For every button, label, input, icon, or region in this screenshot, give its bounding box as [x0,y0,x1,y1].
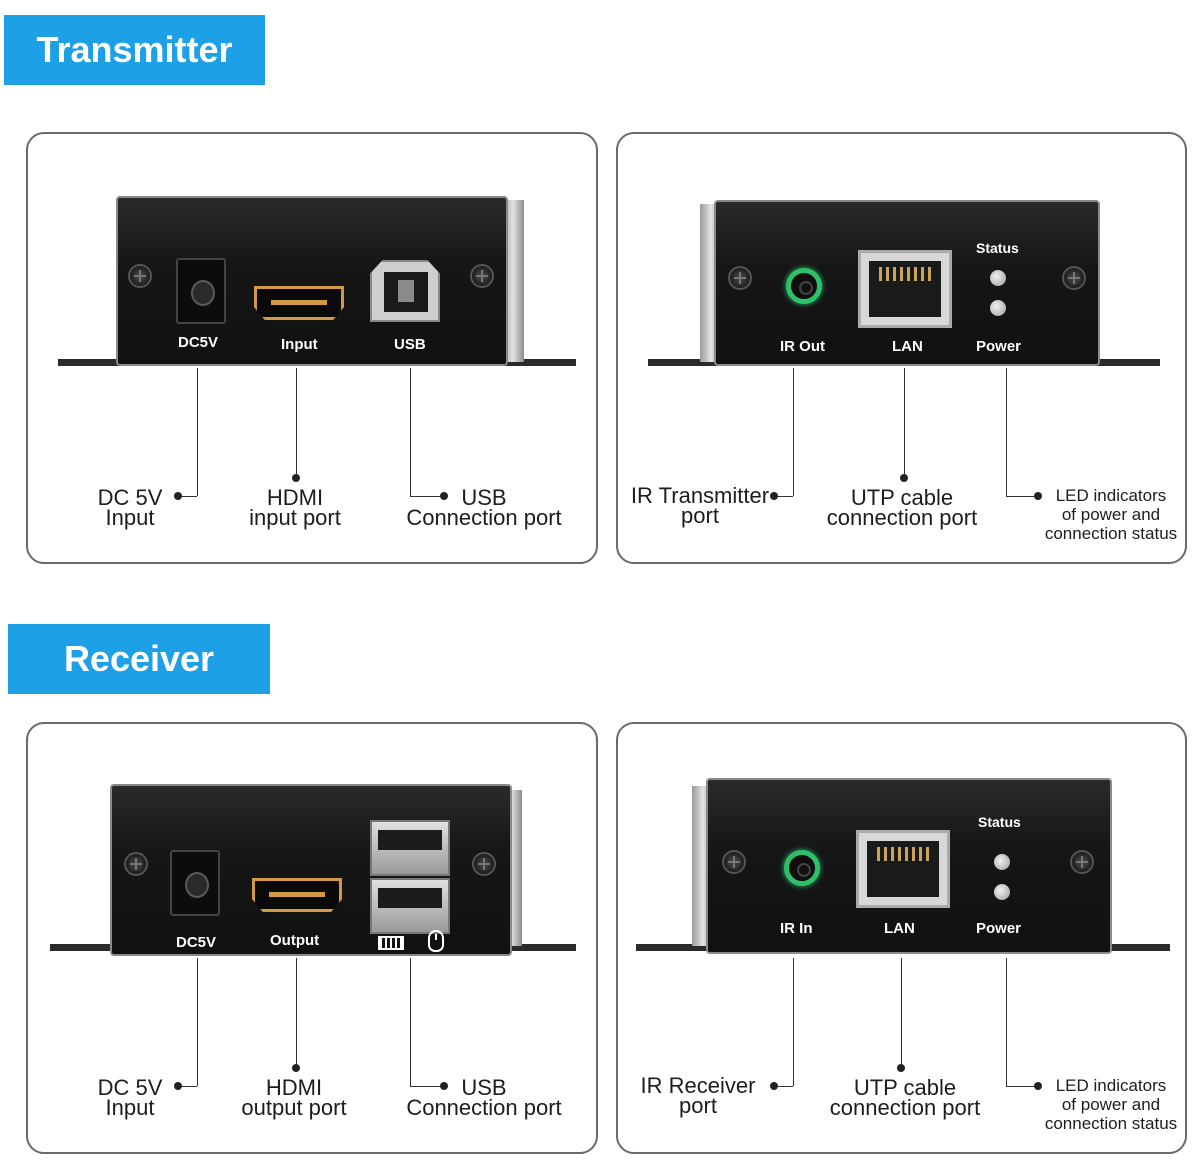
ir-port-label: IR Out [780,338,825,355]
mouse-icon [428,930,444,952]
screw-icon [1070,850,1094,874]
lan-port [858,250,952,328]
leader-line [1006,1086,1036,1087]
leader-line [793,958,794,1086]
status-label: Status [976,240,1019,256]
status-label: Status [978,814,1021,830]
dc-port-label: DC5V [176,934,217,951]
power-label: Power [976,338,1022,355]
leader-dot [292,1064,300,1072]
leader-line [776,1086,793,1087]
power-led-icon [990,300,1006,316]
ir-in-port [784,850,820,886]
leader-dot [174,1082,182,1090]
leader-line [410,496,444,497]
receiver-front-device: DC5V Output [110,784,512,956]
screw-icon [472,852,496,876]
dc-port-label: DC5V [178,334,219,351]
hdmi-input-port [254,286,344,320]
leader-dot [770,1082,778,1090]
leader-dot [174,492,182,500]
leader-dot [1034,1082,1042,1090]
leader-dot [770,492,778,500]
keyboard-icon [378,936,404,950]
leader-line [904,368,905,478]
leader-line [776,496,793,497]
lan-port-label: LAN [884,920,915,937]
hdmi-port-label: Input [281,336,318,353]
screw-icon [722,850,746,874]
screw-icon [728,266,752,290]
leader-line [410,1086,444,1087]
leader-dot [1034,492,1042,500]
screw-icon [124,852,148,876]
leader-line [901,958,902,1068]
transmitter-banner: Transmitter [4,15,265,85]
hdmi-output-port [252,878,342,912]
leader-dot [900,474,908,482]
usb-a-port-lower [370,878,450,934]
leader-line [793,368,794,496]
leader-line [1006,496,1036,497]
leader-line [197,958,198,1086]
dc-power-jack [176,258,226,324]
receiver-banner: Receiver [8,624,270,694]
screw-icon [470,264,494,288]
leader-dot [440,1082,448,1090]
leader-dot [292,474,300,482]
usb-b-port [370,260,440,322]
status-led-icon [990,270,1006,286]
leader-line [197,368,198,496]
receiver-title: Receiver [63,638,215,679]
lan-port [856,830,950,908]
leader-line [180,1086,197,1087]
transmitter-rear-device: Status IR Out LAN Power [714,200,1100,366]
screw-icon [1062,266,1086,290]
lan-port-label: LAN [892,338,923,355]
leader-line [180,496,197,497]
receiver-rear-device: Status IR In LAN Power [706,778,1112,954]
power-led-icon [994,884,1010,900]
transmitter-front-device: DC5V Input USB [116,196,508,366]
leader-line [410,958,411,1086]
usb-port-label: USB [394,336,426,353]
leader-line [1006,368,1007,496]
ir-port-label: IR In [780,920,813,937]
leader-dot [897,1064,905,1072]
screw-icon [128,264,152,288]
leader-line [296,958,297,1068]
hdmi-port-label: Output [270,932,320,949]
leader-dot [440,492,448,500]
power-label: Power [976,920,1022,937]
status-led-icon [994,854,1010,870]
dc-power-jack [170,850,220,916]
transmitter-title: Transmitter [36,29,233,70]
ir-out-port [786,268,822,304]
usb-a-port-upper [370,820,450,876]
leader-line [296,368,297,478]
leader-line [410,368,411,496]
leader-line [1006,958,1007,1086]
